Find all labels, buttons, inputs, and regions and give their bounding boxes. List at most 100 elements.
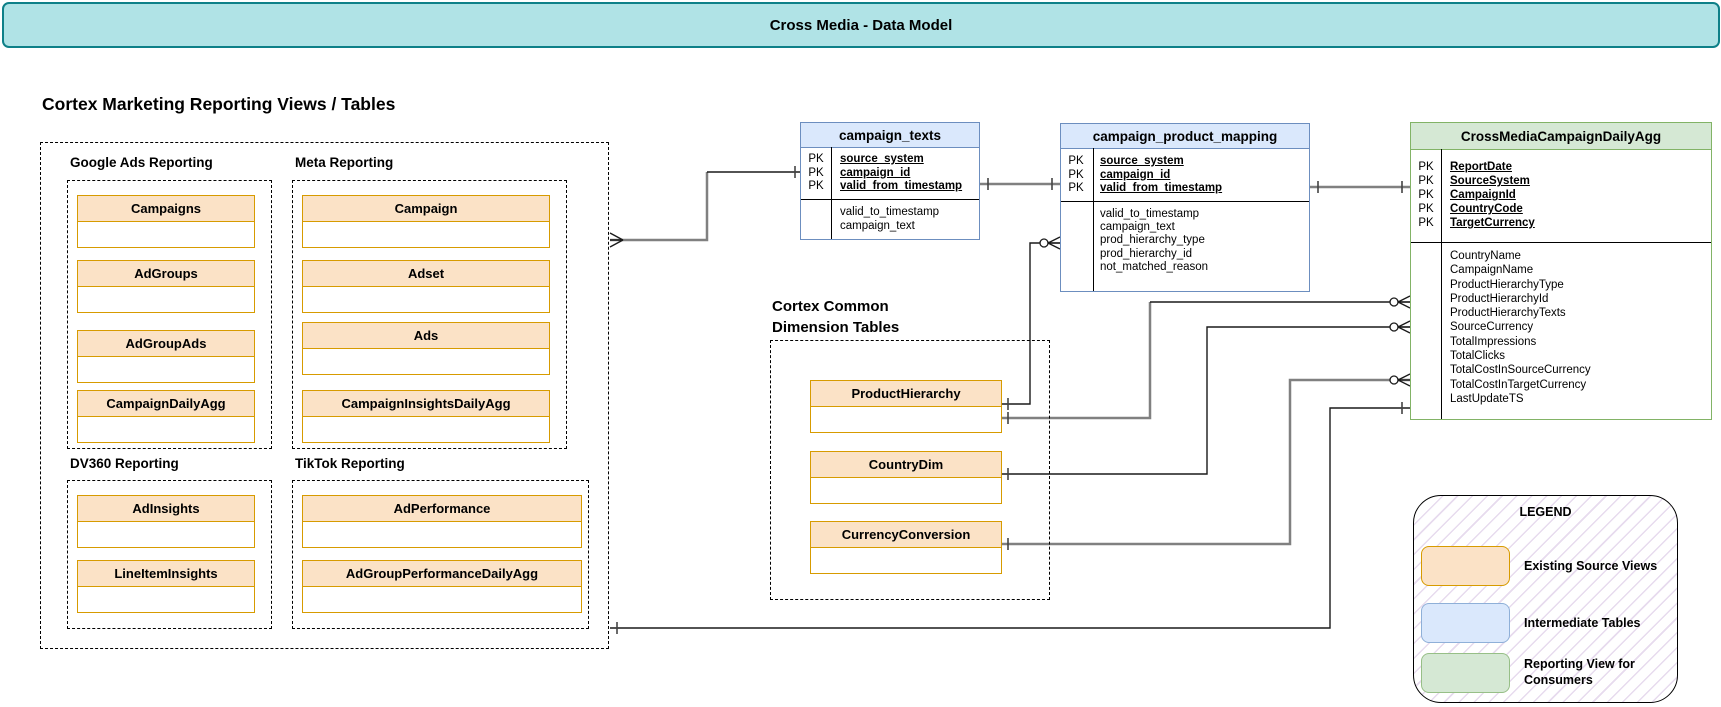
one-ticks	[616, 166, 1403, 634]
table-adinsights: AdInsights	[77, 495, 255, 548]
left-section-heading: Cortex Marketing Reporting Views / Table…	[42, 94, 396, 114]
legend-swatch-existing-source-views	[1421, 546, 1510, 586]
field-name: TotalCostInSourceCurrency	[1450, 364, 1591, 377]
field-name: ProductHierarchyTexts	[1450, 307, 1566, 320]
field-name: valid_from_timestamp	[1100, 182, 1223, 194]
dv360-group-box	[67, 480, 272, 629]
edge-producthierarchy-to-crossmedia	[1002, 302, 1152, 420]
table-body	[303, 522, 581, 547]
marker-mapping-left	[1039, 236, 1061, 250]
field-name: LastUpdateTS	[1450, 392, 1524, 405]
dimension-tables-box	[770, 340, 1050, 600]
table-body	[303, 587, 581, 612]
edge-countrydim-to-crossmedia	[1002, 326, 1410, 475]
table-body	[811, 548, 1001, 573]
table-body	[811, 407, 1001, 432]
pk-tag: PK	[1068, 155, 1084, 167]
table-campaigns: Campaigns	[77, 195, 255, 248]
dimension-heading-line2: Dimension Tables	[772, 319, 900, 336]
field-name: CampaignName	[1450, 264, 1534, 277]
field-name: SourceSystem	[1450, 175, 1530, 187]
field-name: valid_to_timestamp	[1100, 208, 1200, 220]
pk-tag: PK	[1418, 217, 1434, 229]
legend-title: LEGEND	[1519, 505, 1572, 519]
pk-tag: PK	[808, 180, 824, 192]
field-name: ReportDate	[1450, 161, 1512, 173]
table-body	[303, 222, 549, 247]
field-name: CountryCode	[1450, 203, 1523, 215]
field-name: TargetCurrency	[1450, 217, 1535, 229]
field-name: campaign_text	[1100, 221, 1175, 234]
table-adgroupads: AdGroupAds	[77, 330, 255, 383]
er-table-title: CrossMediaCampaignDailyAgg	[1411, 123, 1711, 150]
table-title: CampaignInsightsDailyAgg	[303, 391, 549, 417]
table-title: CurrencyConversion	[811, 522, 1001, 548]
field-name: campaign_id	[840, 166, 911, 179]
table-title: CountryDim	[811, 452, 1001, 478]
field-rows: valid_to_timestamp campaign_text prod_hi…	[1061, 201, 1309, 291]
field-rows: CountryName CampaignName ProductHierarch…	[1411, 242, 1711, 418]
table-title: AdPerformance	[303, 496, 581, 522]
field-name: valid_from_timestamp	[840, 180, 963, 192]
group-label-dv360: DV360 Reporting	[70, 456, 179, 471]
field-name: campaign_id	[1100, 168, 1171, 181]
table-adgroupperformancedailyagg: AdGroupPerformanceDailyAgg	[302, 560, 582, 613]
marker-crossmedia-380	[1389, 373, 1411, 387]
field-name: source_system	[840, 153, 924, 165]
group-label-tiktok: TikTok Reporting	[295, 456, 405, 471]
legend-label-intermediate-tables: Intermediate Tables	[1524, 616, 1641, 630]
legend-label-existing-source-views: Existing Source Views	[1524, 559, 1658, 573]
table-campaigndailyagg: CampaignDailyAgg	[77, 390, 255, 443]
marker-crossmedia-302	[1389, 295, 1411, 309]
er-table-title: campaign_product_mapping	[1061, 124, 1309, 149]
table-title: ProductHierarchy	[811, 381, 1001, 407]
table-body	[811, 478, 1001, 503]
field-name: SourceCurrency	[1450, 321, 1534, 334]
table-ads: Ads	[302, 322, 550, 375]
field-name: valid_to_timestamp	[840, 206, 940, 218]
field-name: prod_hierarchy_type	[1100, 234, 1205, 247]
table-producthierarchy: ProductHierarchy	[810, 380, 1002, 433]
table-title: AdGroupPerformanceDailyAgg	[303, 561, 581, 587]
table-countrydim: CountryDim	[810, 451, 1002, 504]
marker-crossmedia-327	[1389, 320, 1411, 334]
pk-tag: PK	[808, 153, 824, 165]
legend-swatch-intermediate-tables	[1421, 603, 1510, 643]
meta-group-box	[292, 180, 567, 449]
pk-rows: PK source_system PK campaign_id PK valid_fr…	[1061, 149, 1309, 201]
pk-tag: PK	[1418, 203, 1434, 215]
group-label-meta: Meta Reporting	[295, 155, 394, 170]
pk-tag: PK	[1068, 168, 1084, 181]
dimension-section-heading: Cortex Common Dimension Tables	[772, 296, 899, 338]
pk-tag: PK	[1068, 182, 1084, 194]
marketing-sources-box	[40, 142, 609, 649]
table-body	[78, 522, 254, 547]
er-table-campaign-product-mapping: campaign_product_mapping PK source_system…	[1060, 123, 1310, 292]
table-body	[78, 222, 254, 247]
field-name: campaign_text	[840, 219, 915, 232]
edge-currencyconversion-to-crossmedia	[1002, 378, 1410, 546]
google-group-box	[67, 180, 272, 449]
field-name: not_matched_reason	[1100, 260, 1209, 273]
table-title: LineItemInsights	[78, 561, 254, 587]
pk-tag: PK	[1418, 175, 1434, 187]
edge-sources-to-crossmedia	[610, 407, 1410, 629]
field-name: TotalImpressions	[1450, 335, 1537, 348]
table-title: Ads	[303, 323, 549, 349]
field-name: ProductHierarchyId	[1450, 292, 1549, 305]
table-lineiteminsights: LineItemInsights	[77, 560, 255, 613]
field-name: source_system	[1100, 155, 1184, 167]
edge-sources-to-campaign-texts	[610, 172, 709, 242]
table-body	[303, 417, 549, 442]
table-adperformance: AdPerformance	[302, 495, 582, 548]
table-body	[303, 287, 549, 312]
field-name: ProductHierarchyType	[1450, 278, 1564, 291]
pk-tag: PK	[1418, 189, 1434, 201]
dimension-heading-line1: Cortex Common	[772, 298, 889, 315]
legend-swatch-reporting-view	[1421, 653, 1510, 693]
